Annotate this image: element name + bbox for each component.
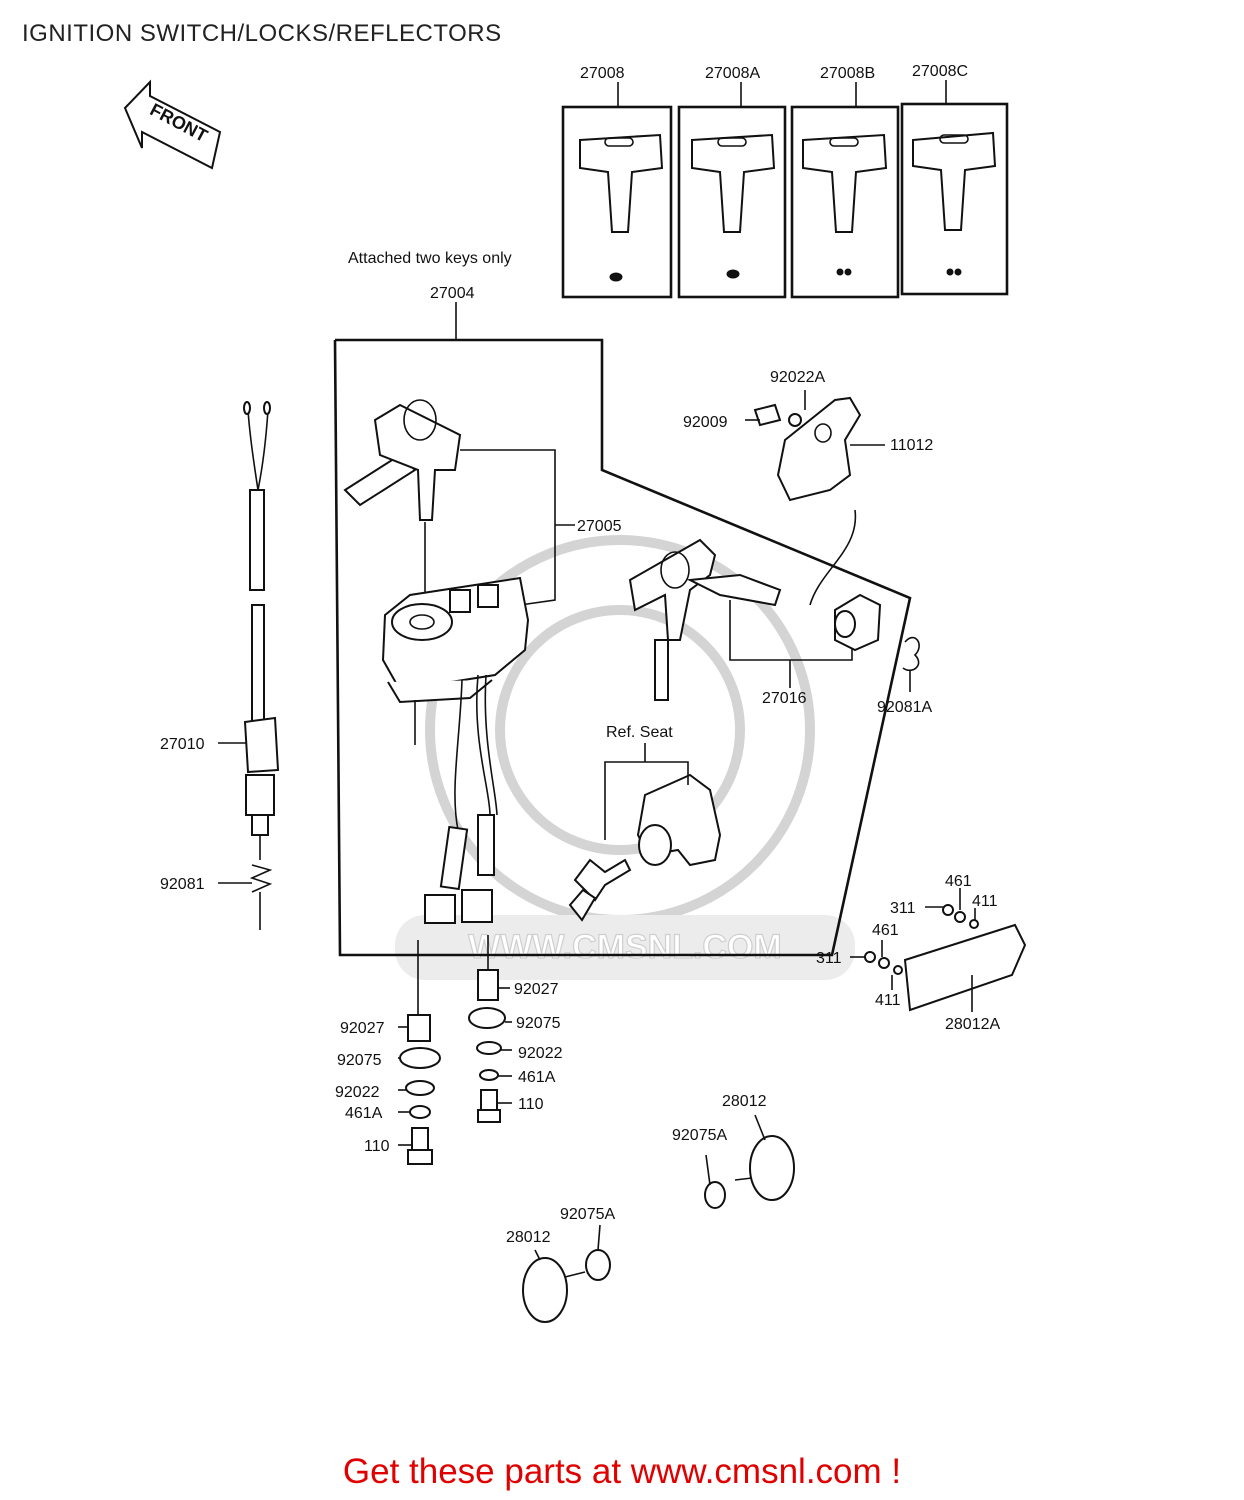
part-label-28012-top: 28012 (722, 1093, 767, 1110)
switch-cable-icon (218, 401, 280, 930)
front-arrow-icon: FRONT (123, 79, 222, 170)
part-label-92009: 92009 (683, 414, 728, 431)
seat-lock-icon (568, 743, 722, 922)
part-label-92075a-top: 92075A (672, 1127, 727, 1144)
footer-promo-text: Get these parts at www.cmsnl.com ! (342, 1452, 902, 1491)
lock-cover-icon (745, 390, 885, 502)
lock-cylinder-icon (809, 509, 920, 692)
part-label-110-right: 110 (518, 1096, 544, 1113)
part-label-27016: 27016 (762, 690, 807, 707)
part-label-311-mid: 311 (816, 950, 842, 967)
part-label-92075-left: 92075 (337, 1052, 382, 1069)
part-label-27008c: 27008C (912, 63, 968, 80)
hardware-stack-left (398, 940, 441, 1165)
part-label-27005: 27005 (577, 518, 622, 535)
key-blank-icon (579, 133, 664, 233)
ignition-switch-icon (381, 576, 530, 924)
part-label-92022a: 92022A (770, 369, 825, 386)
page-title: IGNITION SWITCH/LOCKS/REFLECTORS (22, 20, 502, 47)
part-label-27010: 27010 (160, 736, 205, 753)
part-label-27008b: 27008B (820, 65, 875, 82)
part-label-461-top: 461 (945, 873, 972, 890)
hardware-stack-right (468, 935, 512, 1123)
part-label-92022-right: 92022 (518, 1045, 563, 1062)
part-label-411-bottom: 411 (875, 992, 901, 1009)
part-label-110-left: 110 (364, 1138, 390, 1155)
kit-27004-outline (333, 338, 912, 957)
part-label-27008: 27008 (580, 65, 625, 82)
part-label-11012: 11012 (890, 437, 933, 454)
ignition-key-pair-icon (343, 399, 575, 608)
lock-key-pair-icon (628, 538, 853, 701)
part-label-461-mid: 461 (872, 922, 899, 939)
watermark-text: WWW.CMSNL.COM (468, 928, 782, 966)
note-attached-keys: Attached two keys only (348, 250, 512, 267)
part-label-92027-right: 92027 (514, 981, 559, 998)
part-label-92081: 92081 (160, 876, 205, 893)
part-label-92075a-bottom: 92075A (560, 1206, 615, 1223)
part-label-28012a: 28012A (945, 1016, 1000, 1033)
part-label-461a-left: 461A (345, 1105, 383, 1122)
part-label-92081a: 92081A (877, 699, 932, 716)
watermark-logo: WWW.CMSNL.COM (395, 535, 855, 980)
part-label-92022-left: 92022 (335, 1084, 380, 1101)
part-label-27008a: 27008A (705, 65, 760, 82)
part-label-27004: 27004 (430, 285, 475, 302)
side-reflector-icon (522, 1224, 611, 1323)
part-label-28012-bottom: 28012 (506, 1229, 551, 1246)
part-label-92075-right: 92075 (516, 1015, 561, 1032)
side-reflector-icon (704, 1114, 795, 1209)
key-blanks-group (561, 80, 1009, 299)
part-label-411-top: 411 (972, 893, 998, 910)
key-blank-icon (691, 133, 776, 233)
key-blank-icon (912, 131, 997, 231)
part-label-92027-left: 92027 (340, 1020, 385, 1037)
part-label-461a-right: 461A (518, 1069, 556, 1086)
part-label-311-top: 311 (890, 900, 916, 917)
key-blank-icon (802, 133, 888, 233)
rear-reflector-icon (850, 888, 1027, 1012)
note-ref-seat: Ref. Seat (606, 724, 673, 741)
